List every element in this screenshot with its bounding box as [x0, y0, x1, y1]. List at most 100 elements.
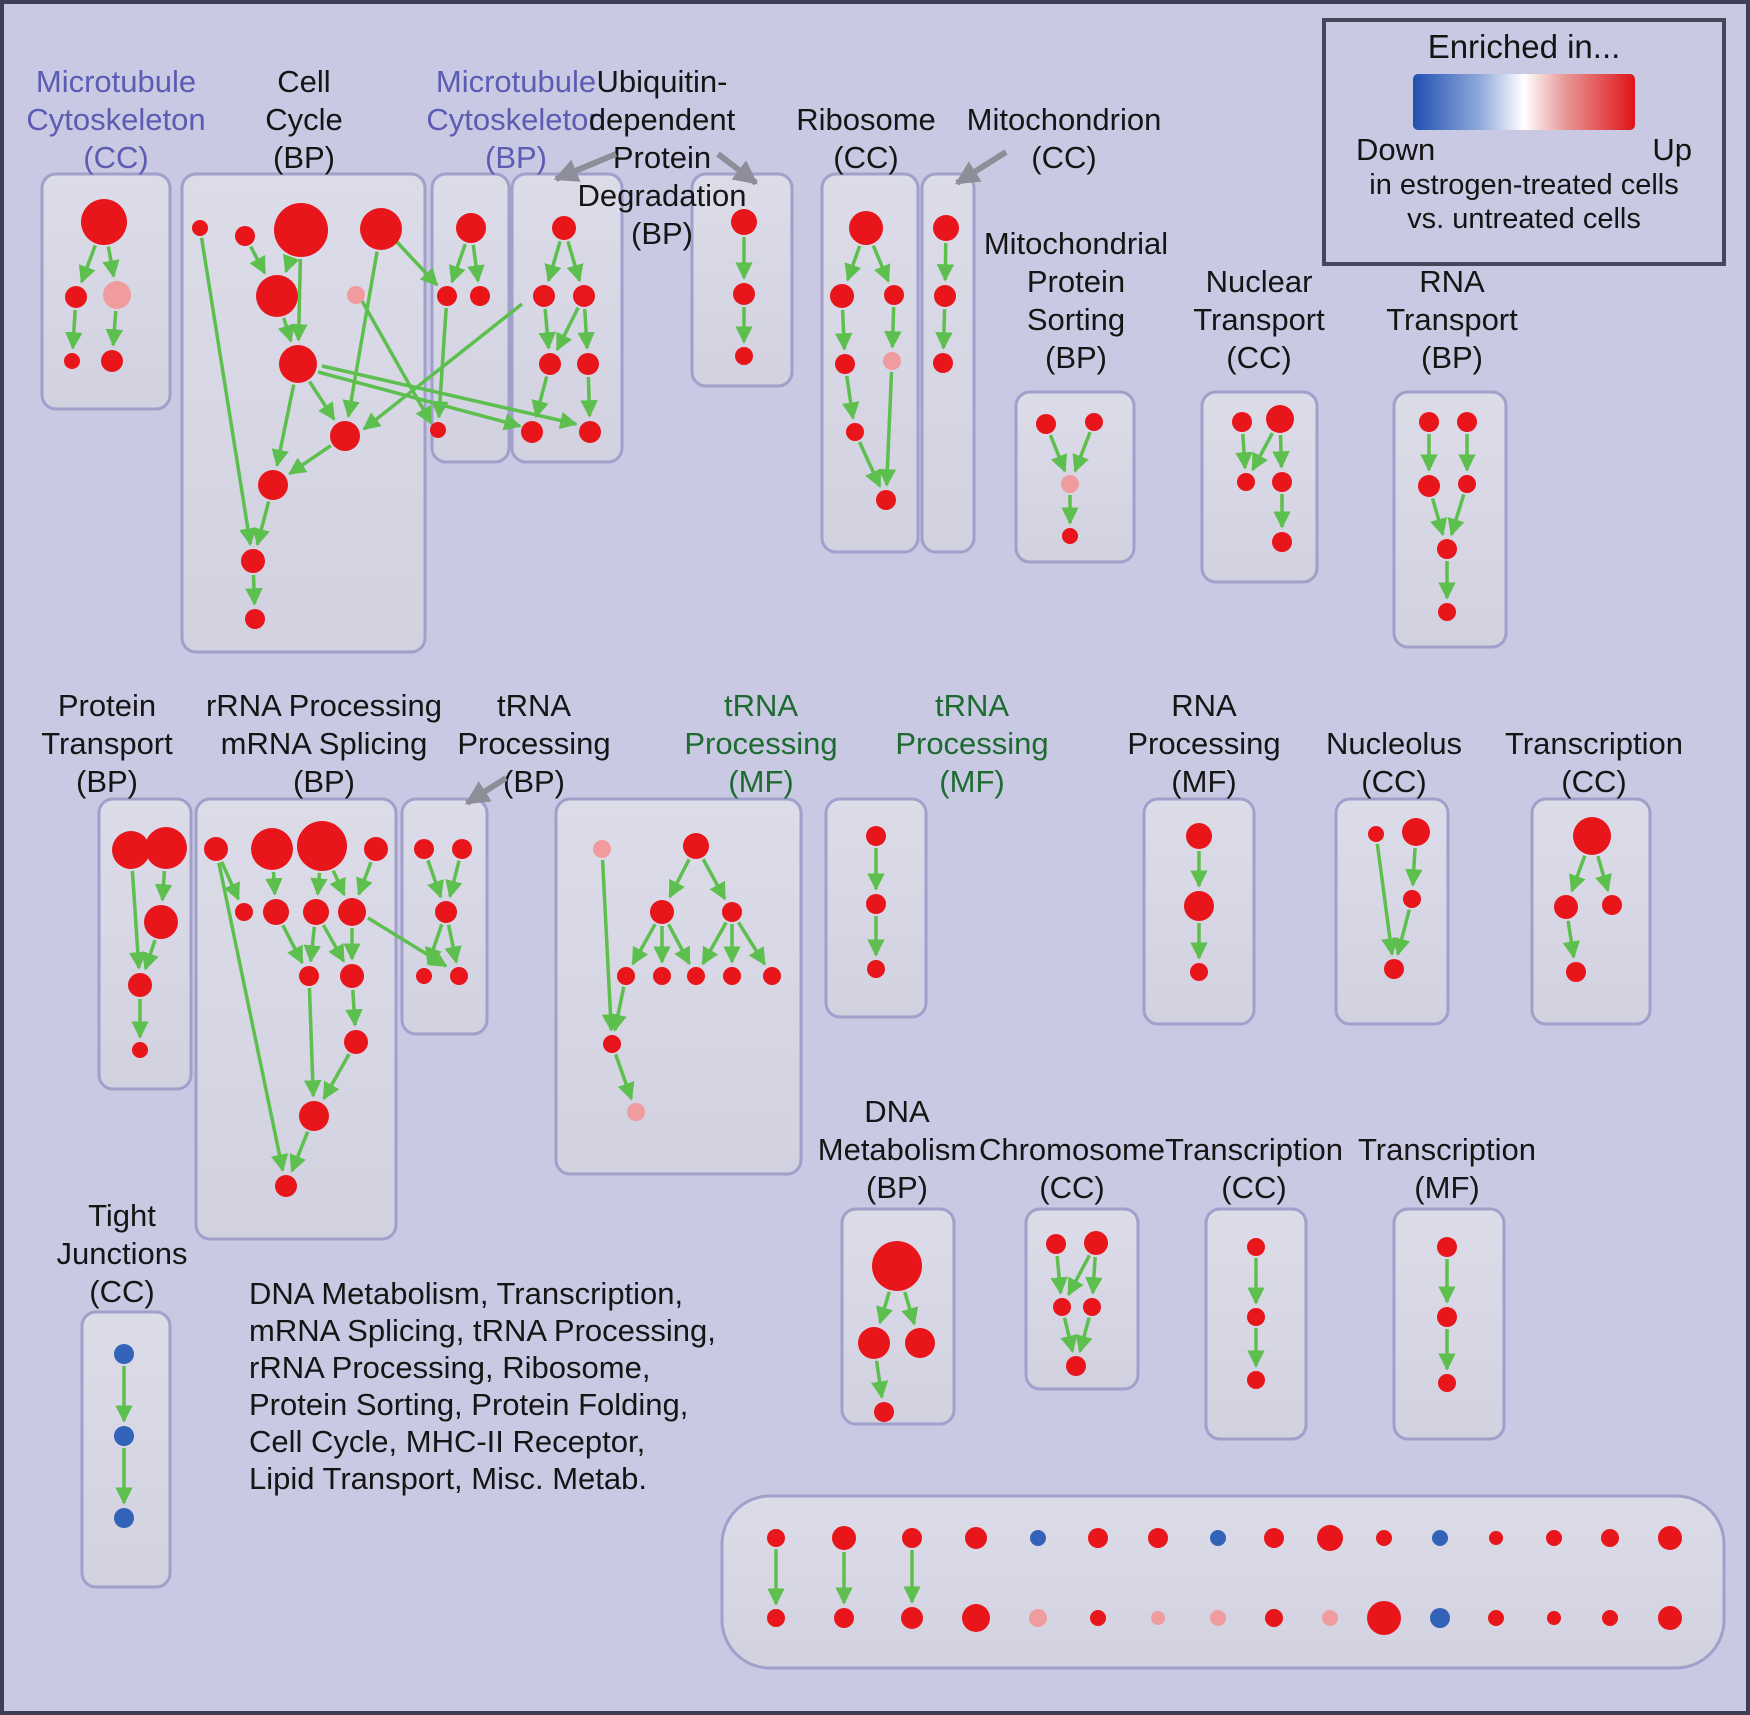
edge — [252, 500, 271, 547]
legend: Enriched in... Down Up in estrogen-treat… — [1322, 18, 1726, 266]
go-term-node — [330, 421, 360, 451]
go-term-node — [1061, 475, 1079, 493]
go-term-node — [1602, 895, 1622, 915]
edge — [1272, 434, 1290, 469]
edge — [701, 858, 727, 901]
go-term-node — [723, 967, 741, 985]
go-term-node — [866, 894, 886, 914]
go-term-node — [1322, 1610, 1338, 1626]
go-term-node — [858, 1327, 890, 1359]
edge — [1235, 433, 1253, 470]
go-term-node — [245, 609, 265, 629]
edge — [281, 924, 304, 965]
go-term-node — [1438, 1374, 1456, 1392]
go-term-node — [579, 421, 601, 443]
go-term-node — [1266, 405, 1294, 433]
go-term-node — [1419, 412, 1439, 432]
go-term-node — [533, 285, 555, 307]
edge — [329, 869, 346, 897]
edge — [668, 858, 691, 899]
rna-processing-mf-label: Processing — [1127, 726, 1280, 761]
edge — [448, 243, 467, 284]
go-term-node — [456, 213, 486, 243]
annotation-arrow — [716, 151, 758, 186]
edge — [105, 310, 124, 347]
chromosome-cc-label: Chromosome — [979, 1132, 1165, 1167]
transcription-cc-1-label: (CC) — [1561, 764, 1626, 799]
tight-junctions-cc-box — [80, 1310, 172, 1589]
nucleolus-cc-label: (CC) — [1361, 764, 1426, 799]
go-term-node — [1046, 1234, 1066, 1254]
diagram-svg: MicrotubuleCytoskeleton(CC)CellCycle(BP)… — [26, 64, 1726, 1670]
go-term-node — [101, 350, 123, 372]
chromosome-cc-label: (CC) — [1039, 1170, 1104, 1205]
edge — [614, 1053, 635, 1101]
go-term-node — [1402, 818, 1430, 846]
go-term-node — [452, 839, 472, 859]
go-term-node — [763, 967, 781, 985]
go-term-node — [1053, 1298, 1071, 1316]
legend-gradient-bar — [1413, 74, 1635, 130]
go-term-node — [338, 898, 366, 926]
trna-processing-mf-1-label: (MF) — [728, 764, 793, 799]
edge — [129, 870, 147, 970]
nuclear-transport-cc-label: Transport — [1193, 302, 1325, 337]
dna-metabolism-bp-label: Metabolism — [818, 1132, 977, 1167]
go-term-node — [1272, 532, 1292, 552]
go-term-node — [340, 964, 364, 988]
misc-note: mRNA Splicing, tRNA Processing, — [249, 1313, 716, 1348]
edge — [444, 924, 462, 964]
edge — [102, 246, 120, 279]
dna-metabolism-bp-label: (BP) — [866, 1170, 928, 1205]
edge — [78, 244, 97, 284]
edge — [345, 989, 363, 1027]
go-term-node — [1085, 413, 1103, 431]
mitochondrial-protein-sorting-bp-label: Mitochondrial — [984, 226, 1168, 261]
microtubule-cytoskeleton-bp-box — [430, 172, 511, 464]
go-term-node — [767, 1529, 785, 1547]
go-term-node — [539, 353, 561, 375]
go-term-node — [1554, 895, 1578, 919]
trna-processing-bp-label: (BP) — [503, 764, 565, 799]
edge — [667, 923, 691, 966]
legend-title: Enriched in... — [1427, 28, 1621, 65]
edge — [445, 860, 463, 899]
go-term-node — [1547, 1611, 1561, 1625]
trna-processing-mf-2-label: Processing — [895, 726, 1048, 761]
rrna-processing-mrna-splicing-bp-label: mRNA Splicing — [221, 726, 428, 761]
edge — [271, 384, 296, 468]
ubiquitin-degradation-bp-label: dependent — [589, 102, 736, 137]
go-term-node — [866, 826, 886, 846]
go-term-node — [835, 354, 855, 374]
rrna-processing-mrna-splicing-bp-box — [194, 797, 398, 1241]
go-term-node — [470, 286, 490, 306]
go-term-node — [1247, 1238, 1265, 1256]
edge — [1067, 1254, 1091, 1297]
go-term-node — [1658, 1526, 1682, 1550]
misc-cluster-box — [720, 1494, 1726, 1670]
protein-transport-bp-label: Protein — [58, 688, 156, 723]
edge — [265, 871, 283, 896]
annotation-arrow — [464, 775, 508, 806]
ribosome-cc-label: Ribosome — [796, 102, 936, 137]
go-term-node — [112, 831, 150, 869]
edge — [288, 444, 332, 476]
edge — [245, 574, 263, 606]
go-term-node — [767, 1609, 785, 1627]
edge — [878, 371, 897, 487]
microtubule-cytoskeleton-cc-label: Cytoskeleton — [26, 102, 205, 137]
tight-junctions-cc-label: Junctions — [57, 1236, 188, 1271]
go-term-node — [1090, 1610, 1106, 1626]
go-term-node — [1272, 472, 1292, 492]
nuclear-transport-cc-label: (CC) — [1226, 340, 1291, 375]
edge — [544, 240, 562, 283]
tight-junctions-cc-label: (CC) — [89, 1274, 154, 1309]
go-term-node — [1247, 1371, 1265, 1389]
legend-subtitle-2: vs. untreated cells — [1407, 203, 1641, 235]
edge — [290, 258, 308, 342]
go-term-node — [145, 827, 187, 869]
go-term-node — [965, 1527, 987, 1549]
go-term-node — [1265, 1609, 1283, 1627]
trna-processing-mf-1-label: Processing — [684, 726, 837, 761]
